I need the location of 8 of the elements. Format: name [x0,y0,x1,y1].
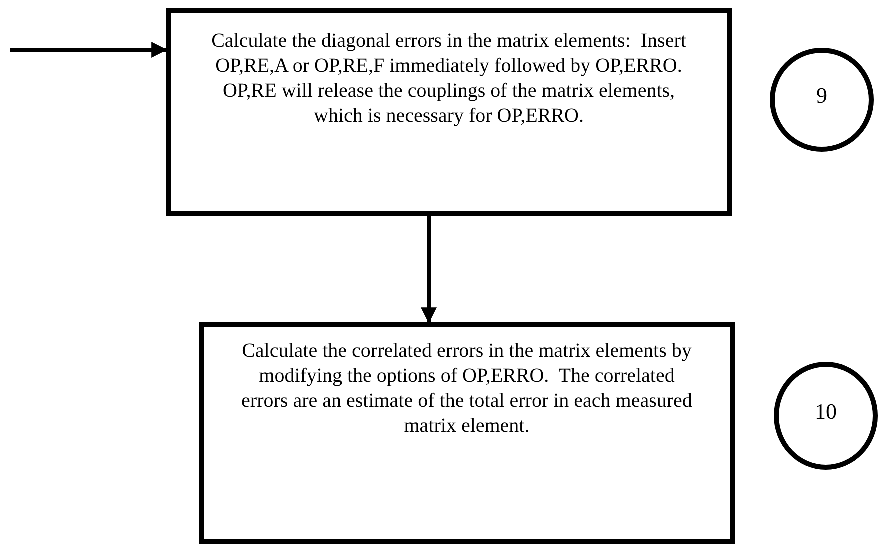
step-number: 9 [816,83,828,109]
process-text: Calculate the diagonal errors in the matrix elements: Insert OP,RE,A or OP,RE,F immediately followed by OP,ERRO. OP,RE will release the couplings of the matrix elements, which is necessary for OP,ERRO. [210,29,688,129]
process-box [166,8,732,216]
arrow [421,216,437,324]
process-text: Calculate the correlated errors in the matrix elements by modifying the options of OP,ERRO. The correlated errors are an estimate of the total error in each measured matrix element. [240,339,694,439]
arrow [10,42,168,58]
process-box [199,322,735,544]
step-number: 10 [815,399,837,425]
